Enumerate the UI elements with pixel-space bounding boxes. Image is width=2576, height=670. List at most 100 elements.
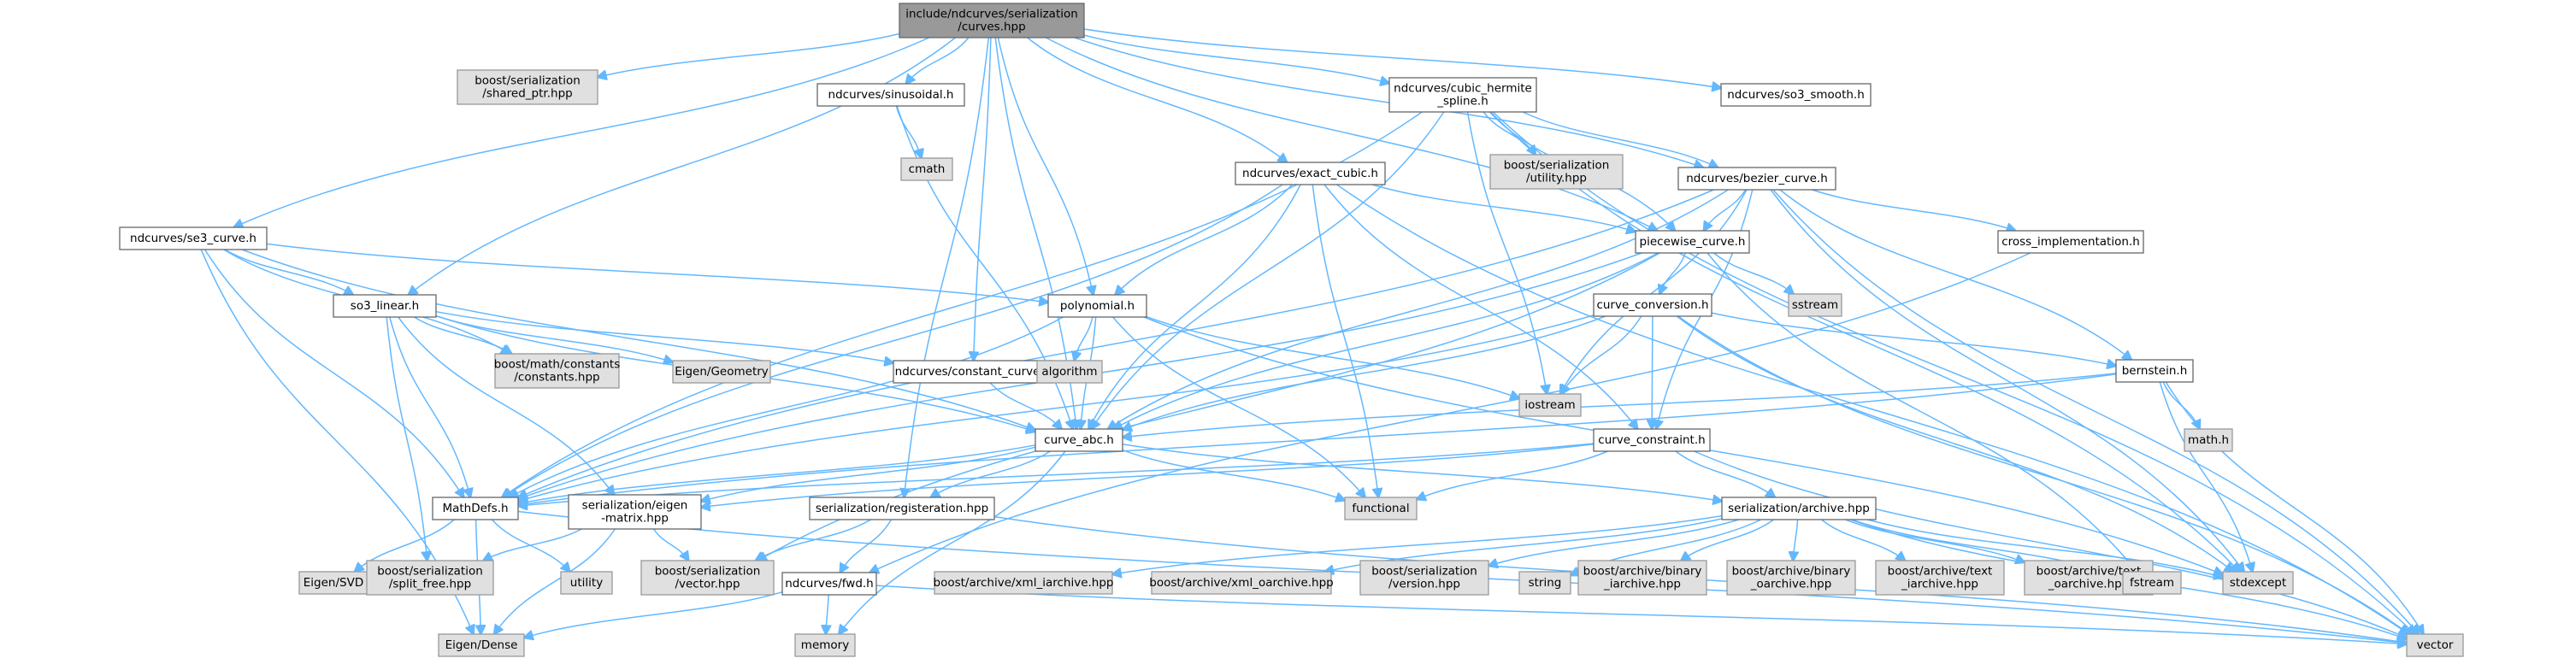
node-exact-cubic[interactable]: ndcurves/exact_cubic.h (1235, 162, 1386, 185)
edge-curve_conversion-to-iostream (1561, 315, 1642, 394)
edge-so3_linear-to-mathdefs (389, 316, 470, 497)
edge-exact_cubic-to-mathdefs (503, 184, 1283, 497)
node-label: boost/archive/binary (1583, 565, 1702, 579)
node-ser-reg[interactable]: serialization/registeration.hpp (809, 497, 995, 520)
edge-piecewise-to-curve_conversion (1659, 252, 1687, 294)
nodes-layer: include/ndcurves/serialization/curves.hp… (119, 3, 2464, 657)
node-label: boost/math/constants (494, 358, 621, 372)
node-bezier[interactable]: ndcurves/bezier_curve.h (1677, 167, 1836, 191)
edge-ser_archive-to-text_iarchive (1821, 519, 1906, 561)
edge-ser_archive-to-xml_iarchive (1112, 514, 1723, 574)
edge-exact_cubic-to-curve_abc (1088, 184, 1301, 429)
edge-curve_abc-to-ser_eigen (701, 446, 1036, 501)
node-label: bernstein.h (2122, 364, 2188, 378)
edge-curve_conversion-to-vector (1677, 315, 2409, 634)
edge-ser_archive-to-bin_oarchive (1793, 519, 1797, 561)
node-box (1035, 428, 1123, 452)
edge-root-to-so3_smooth (1083, 28, 1721, 88)
edge-se3-to-polynomial (266, 243, 1048, 302)
node-label: iostream (1524, 398, 1575, 412)
node-box (333, 294, 437, 318)
node-curve-conversion[interactable]: curve_conversion.h (1593, 293, 1712, 317)
node-label: ndcurves/exact_cubic.h (1242, 167, 1378, 180)
node-box (1577, 560, 1707, 596)
node-box (1721, 497, 1877, 520)
edge-curve_conversion-to-bernstein (1711, 312, 2116, 366)
edge-fwd-to-vector (875, 585, 2407, 644)
edge-exact_cubic-to-curve_constraint (1323, 184, 1637, 429)
node-box (1997, 230, 2144, 254)
node-label: string (1529, 576, 1562, 590)
node-box (1388, 77, 1537, 113)
node-box (1518, 571, 1571, 595)
node-label: sstream (1792, 298, 1838, 312)
node-cubic-hermite[interactable]: ndcurves/cubic_hermite_spline.h (1388, 77, 1537, 113)
edge-ser_archive-to-text_oarchive (1845, 519, 2025, 562)
node-eigen-dense: Eigen/Dense (438, 633, 525, 657)
edge-curve_conversion-to-curve_abc (1123, 315, 1606, 430)
node-mathdefs[interactable]: MathDefs.h (432, 497, 519, 520)
node-polynomial[interactable]: polynomial.h (1047, 294, 1147, 318)
node-shared-ptr: boost/serialization/shared_ptr.hpp (457, 69, 598, 105)
edge-piecewise-to-sstream (1713, 252, 1794, 294)
edge-exact_cubic-to-functional (1312, 184, 1378, 497)
node-box (794, 633, 856, 657)
node-label: boost/serialization (1504, 159, 1610, 173)
node-so3-linear[interactable]: so3_linear.h (333, 294, 437, 318)
node-se3[interactable]: ndcurves/se3_curve.h (119, 226, 268, 250)
node-eigen-geometry: Eigen/Geometry (672, 360, 771, 384)
node-root[interactable]: include/ndcurves/serialization/curves.hp… (899, 3, 1085, 38)
edge-curve_conversion-to-curve_constraint (1652, 315, 1653, 429)
node-fwd[interactable]: ndcurves/fwd.h (781, 572, 877, 596)
node-text-iarchive: boost/archive/text_iarchive.hpp (1875, 560, 2005, 596)
node-box (1788, 293, 1842, 317)
edge-curve_abc-to-mathdefs (518, 444, 1036, 504)
edge-cubic_hermite-to-mathdefs (502, 111, 1423, 497)
node-bs-version: boost/serialization/version.hpp (1359, 560, 1489, 596)
node-label: boost/serialization (655, 565, 761, 579)
node-sinusoidal[interactable]: ndcurves/sinusoidal.h (816, 83, 965, 107)
node-label: memory (801, 638, 849, 652)
edge-constant_curve-to-curve_abc (989, 382, 1062, 429)
edge-mathdefs-to-eigen_svd (355, 519, 455, 572)
edge-cubic_hermite-to-iostream (1466, 111, 1547, 394)
node-label: ndcurves/se3_curve.h (130, 232, 256, 245)
node-box (366, 560, 494, 596)
edge-ser_eigen-to-split_free (483, 528, 582, 561)
node-box (2122, 571, 2182, 595)
node-utility: utility (560, 571, 613, 595)
node-bernstein[interactable]: bernstein.h (2115, 359, 2194, 383)
node-so3-smooth[interactable]: ndcurves/so3_smooth.h (1720, 83, 1872, 107)
node-piecewise[interactable]: piecewise_curve.h (1635, 230, 1750, 254)
edge-bezier-to-bernstein (1779, 189, 2131, 360)
node-memory: memory (794, 633, 856, 657)
node-cross[interactable]: cross_implementation.h (1997, 230, 2144, 254)
node-label: MathDefs.h (442, 502, 508, 515)
node-label: boost/archive/binary (1732, 565, 1851, 579)
node-label: curve_abc.h (1044, 433, 1114, 447)
node-curve-abc[interactable]: curve_abc.h (1035, 428, 1123, 452)
node-ser-archive[interactable]: serialization/archive.hpp (1721, 497, 1877, 520)
node-label: /vector.hpp (675, 578, 740, 591)
node-cmath: cmath (900, 157, 953, 181)
edge-curve_conversion-to-mathdefs (518, 314, 1595, 502)
node-box (672, 360, 771, 384)
node-box (809, 497, 995, 520)
node-ser-eigen[interactable]: serialization/eigen-matrix.hpp (568, 494, 702, 530)
node-box (934, 571, 1113, 595)
node-box (1235, 162, 1386, 185)
node-box (2406, 633, 2464, 657)
edge-curve_abc-to-ser_reg (931, 450, 1051, 497)
edge-bezier-to-stdexcept (1770, 189, 2244, 572)
node-label: ndcurves/sinusoidal.h (828, 88, 954, 102)
node-box (432, 497, 519, 520)
edge-exact_cubic-to-polynomial (1115, 184, 1294, 295)
node-constant-curve[interactable]: ndcurves/constant_curve.h (893, 360, 1053, 384)
node-label: Eigen/Dense (445, 638, 518, 652)
node-box (1635, 230, 1750, 254)
node-box (1518, 393, 1582, 417)
node-curve-constraint[interactable]: curve_constraint.h (1593, 428, 1711, 452)
node-label: ndcurves/bezier_curve.h (1686, 172, 1828, 185)
edge-curve_constraint-to-functional (1417, 450, 1608, 499)
node-label: curve_constraint.h (1598, 433, 1705, 447)
